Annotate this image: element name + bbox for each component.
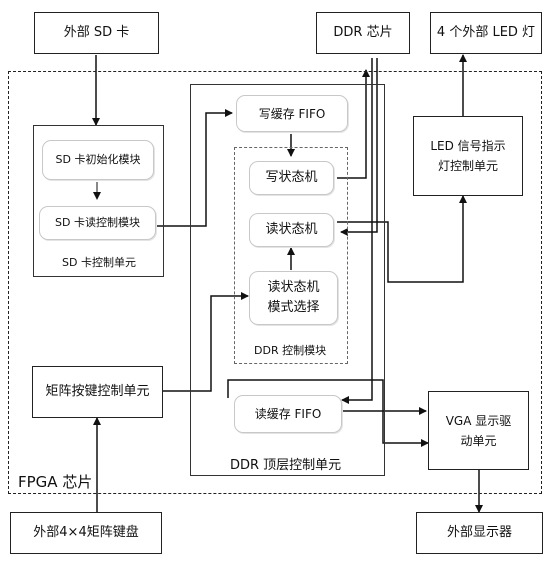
line-fifo-loop [227, 379, 429, 447]
ddr-control-module-label: DDR 控制模块 [254, 344, 327, 357]
ddr-control-module [234, 147, 348, 364]
keypad-control-unit: 矩阵按键控制单元 [32, 366, 163, 418]
vga-driver-unit: VGA 显示驱 动单元 [428, 391, 529, 470]
fpga-boundary [8, 71, 542, 494]
led-control-unit: LED 信号指示 灯控制单元 [413, 116, 523, 196]
read-fifo: 读缓存 FIFO [234, 395, 342, 433]
line-write-fsm-to-ddr [337, 69, 370, 179]
sd-read-module: SD 卡读控制模块 [39, 206, 156, 240]
external-keypad: 外部4×4矩阵键盘 [10, 512, 162, 554]
sd-init-module: SD 卡初始化模块 [42, 140, 154, 180]
arrow-sd-read-to-write-fifo [156, 109, 233, 227]
sd-control-unit [33, 125, 164, 277]
write-fifo: 写缓存 FIFO [236, 95, 348, 132]
sd-control-unit-label: SD 卡控制单元 [62, 256, 136, 269]
ddr-top-unit [190, 84, 385, 476]
fpga-label: FPGA 芯片 [18, 473, 93, 491]
external-sd-card: 外部 SD 卡 [34, 12, 159, 54]
ddr-top-unit-label: DDR 顶层控制单元 [230, 458, 342, 473]
line-ddr-to-read-fifo [341, 58, 373, 404]
arrow-keypad-unit-to-mode [163, 292, 249, 392]
read-fsm: 读状态机 [249, 213, 334, 247]
line-ddr-to-read-fsm [340, 58, 378, 236]
external-ddr-chip: DDR 芯片 [316, 12, 410, 54]
external-led-lights: 4 个外部 LED 灯 [430, 12, 542, 54]
external-display: 外部显示器 [416, 512, 543, 554]
line-read-fsm-to-led [337, 195, 467, 283]
read-fsm-mode-select: 读状态机 模式选择 [249, 271, 338, 325]
write-fsm: 写状态机 [249, 161, 334, 195]
